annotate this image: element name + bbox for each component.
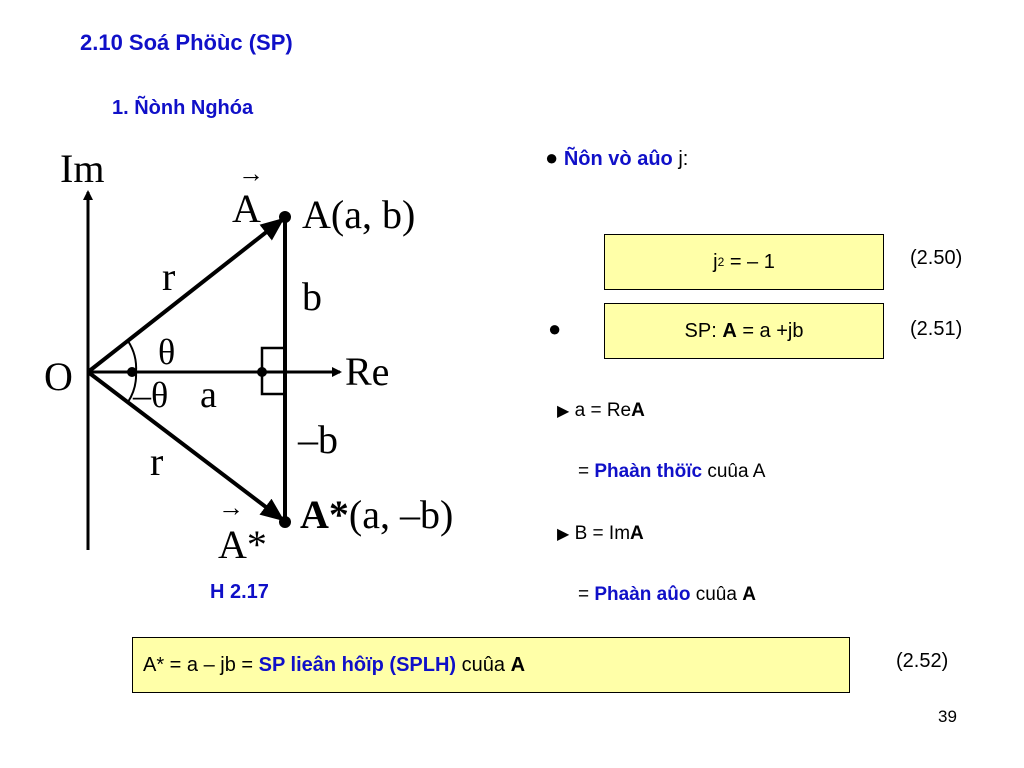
- minus-theta-label: –θ: [132, 375, 168, 415]
- imag-part-text: B = Im: [574, 523, 631, 544]
- eq250-lhs: j: [713, 250, 718, 273]
- vec-a-label: A: [232, 186, 261, 231]
- point-a-conj-label: A*(a, –b): [300, 492, 453, 537]
- eq252-tail: cuûa: [456, 653, 511, 676]
- imaginary-unit-symbol: j:: [678, 148, 689, 170]
- real-part-bold: A: [631, 400, 645, 421]
- figure-caption: H 2.17: [210, 581, 269, 603]
- equation-2-50-number: (2.50): [910, 247, 963, 269]
- origin-label: O: [44, 354, 73, 399]
- eq251-prefix: SP:: [684, 319, 723, 342]
- r-lower-label: r: [150, 439, 163, 484]
- real-part-eq: =: [578, 461, 595, 482]
- vector-a-conj: [86, 370, 285, 522]
- page-number: 39: [938, 707, 957, 726]
- vec-a-arrow: →: [238, 159, 264, 188]
- imag-part-eq: =: [578, 584, 595, 605]
- eq250-rhs: = – 1: [724, 250, 775, 273]
- equation-2-52-box: A* = a – jb = SP lieân hôïp (SPLH) cuûa …: [132, 637, 850, 693]
- b-label: b: [302, 274, 322, 319]
- imag-part-tail-bold: A: [742, 584, 756, 605]
- equation-2-52-number: (2.52): [896, 650, 949, 672]
- triangle-right-icon: ▶: [557, 526, 570, 543]
- im-label: Im: [60, 146, 104, 191]
- imag-part-line: ▶ B = ImA: [557, 523, 644, 545]
- imaginary-unit-label: Ñôn vò aûo: [563, 148, 673, 170]
- vec-a-conj-label: A*: [218, 522, 267, 560]
- imag-part-definition: = Phaàn aûo cuûa A: [578, 584, 756, 606]
- a-label: a: [200, 374, 217, 416]
- eq250-sup: 2: [717, 255, 725, 269]
- point-a: [279, 211, 291, 223]
- eq252-tail-bold: A: [510, 653, 526, 676]
- point-a-conj-bold: A*: [300, 492, 349, 537]
- foot-dot: [257, 367, 267, 377]
- angle-dot: [127, 367, 137, 377]
- real-part-highlight: Phaàn thöïc: [594, 461, 703, 482]
- bullet-icon: ●: [545, 145, 559, 170]
- eq251-bold: A: [722, 319, 737, 342]
- real-part-text: a = Re: [574, 400, 632, 421]
- eq252-prefix: A* = a – jb =: [143, 653, 259, 676]
- vector-a: [86, 217, 285, 374]
- bullet-icon: ●: [548, 316, 562, 341]
- real-part-line: ▶ a = ReA: [557, 400, 645, 422]
- slide-title: 2.10 Soá Phöùc (SP): [80, 30, 293, 55]
- re-label: Re: [345, 349, 389, 394]
- imag-part-bold: A: [630, 523, 644, 544]
- imaginary-unit-definition: ● Ñôn vò aûo j:: [545, 145, 688, 171]
- section-heading: 1. Ñònh Nghóa: [112, 97, 254, 119]
- complex-plane-figure: Im Re O → A A(a, b) r r b –b θ –θ a → A*…: [44, 146, 453, 560]
- eq252-highlight: SP lieân hôïp (SPLH): [258, 653, 457, 676]
- r-upper-label: r: [162, 254, 175, 299]
- point-a-label: A(a, b): [302, 192, 415, 237]
- point-a-conj-rest: (a, –b): [349, 492, 453, 537]
- theta-label: θ: [158, 332, 175, 372]
- vec-a-conj-arrow: →: [218, 493, 244, 522]
- real-part-definition: = Phaàn thöïc cuûa A: [578, 461, 765, 483]
- minus-b-label: –b: [297, 417, 338, 462]
- equation-2-51-box: SP: A = a +jb: [604, 303, 884, 359]
- imag-part-highlight: Phaàn aûo: [594, 584, 691, 605]
- eq251-rest: = a +jb: [736, 319, 804, 342]
- equation-2-51-number: (2.51): [910, 318, 963, 340]
- real-part-tail: cuûa A: [702, 461, 766, 482]
- triangle-right-icon: ▶: [557, 403, 570, 420]
- point-a-conj: [279, 516, 291, 528]
- imag-part-tail: cuûa: [690, 584, 743, 605]
